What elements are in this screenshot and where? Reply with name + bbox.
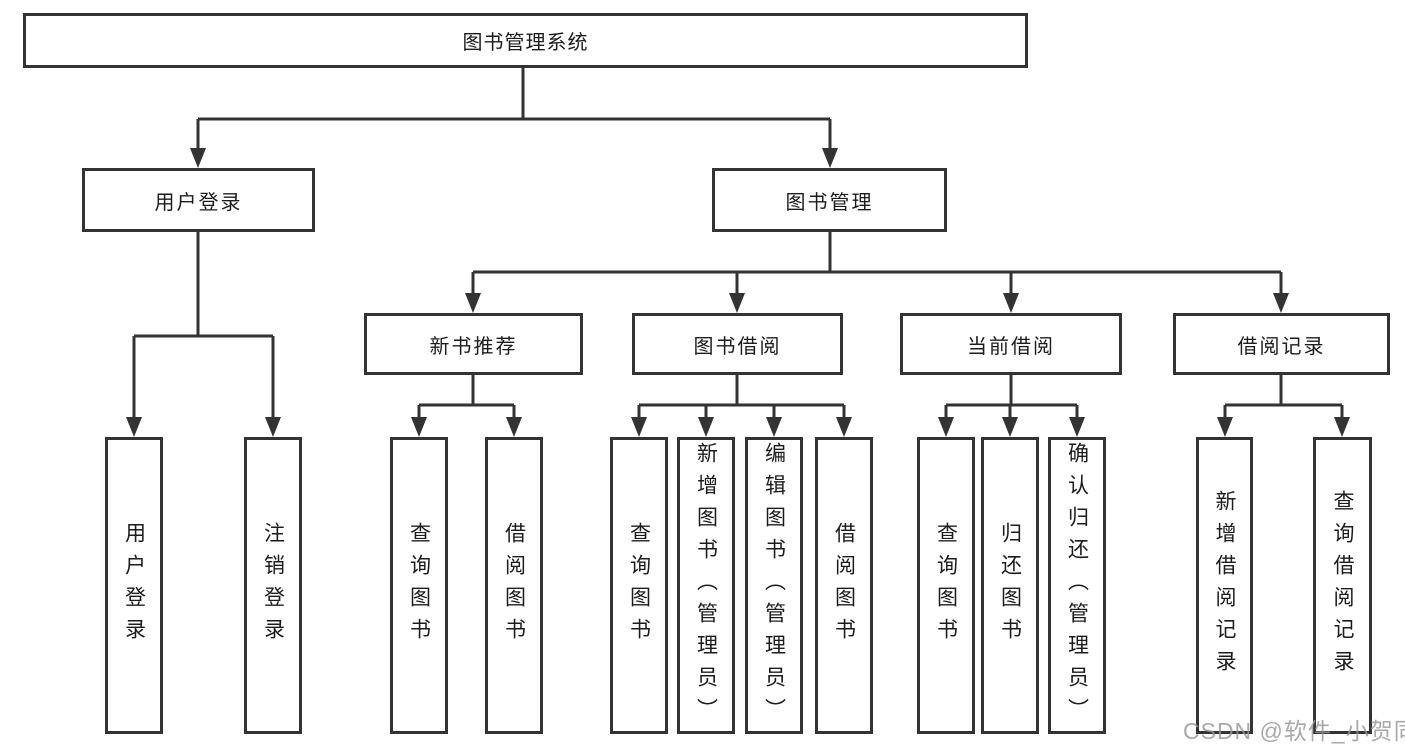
node-logout: 注销登录 [244, 437, 302, 734]
node-add-books-admin: 新增图书（管理员） [677, 437, 735, 734]
node-new-book-recommendation: 新书推荐 [364, 313, 583, 375]
arrowhead-icons [126, 148, 1350, 437]
node-label: 新增图书（管理员） [694, 441, 718, 730]
node-confirm-return-admin: 确认归还（管理员） [1048, 437, 1106, 734]
node-borrow-books-recommend: 借阅图书 [485, 437, 543, 734]
node-label: 新增借阅记录 [1213, 489, 1236, 682]
node-label: 用户登录 [154, 191, 243, 214]
node-label: 借阅图书 [832, 521, 856, 650]
node-label: 归还图书 [998, 521, 1022, 650]
node-label: 注销登录 [261, 521, 285, 650]
node-edit-books-admin: 编辑图书（管理员） [745, 437, 803, 734]
node-current-borrowing: 当前借阅 [900, 313, 1122, 375]
node-user-login-leaf: 用户登录 [105, 437, 163, 734]
node-borrowing-records: 借阅记录 [1173, 313, 1390, 375]
node-library-management-system: 图书管理系统 [23, 13, 1028, 68]
node-label: 编辑图书（管理员） [762, 441, 786, 730]
node-book-management: 图书管理 [712, 168, 947, 232]
node-label: 图书管理 [785, 191, 874, 214]
node-label: 新书推荐 [429, 335, 518, 358]
watermark: CSDN @软件_小贺同学 [1183, 718, 1405, 744]
node-label: 图书管理系统 [462, 32, 589, 54]
node-label: 借阅图书 [502, 521, 526, 650]
node-label: 当前借阅 [967, 335, 1055, 358]
node-add-borrow-record: 新增借阅记录 [1196, 437, 1253, 734]
node-label: 图书借阅 [693, 335, 782, 358]
node-label: 查询图书 [407, 521, 431, 650]
node-query-books-recommend: 查询图书 [390, 437, 448, 734]
node-label: 确认归还（管理员） [1065, 441, 1089, 730]
node-label: 借阅记录 [1237, 335, 1326, 358]
node-return-books: 归还图书 [981, 437, 1039, 734]
node-query-borrow-record: 查询借阅记录 [1313, 437, 1372, 734]
node-label: 查询图书 [934, 521, 958, 650]
node-book-borrowing: 图书借阅 [632, 313, 843, 375]
node-label: 查询图书 [627, 521, 651, 650]
node-query-books-current: 查询图书 [917, 437, 975, 734]
node-label: 用户登录 [122, 521, 146, 650]
node-user-login: 用户登录 [82, 168, 315, 232]
node-label: 查询借阅记录 [1331, 489, 1354, 682]
node-query-books-borrowing: 查询图书 [610, 437, 668, 734]
node-borrow-books: 借阅图书 [815, 437, 873, 734]
